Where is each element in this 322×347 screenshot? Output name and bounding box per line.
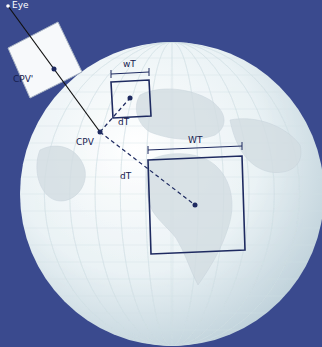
point-label: CPV' — [13, 74, 33, 84]
parallel — [46, 279, 298, 280]
width-tick — [149, 68, 150, 76]
cpv-point — [98, 130, 103, 135]
continents — [37, 89, 301, 285]
width-label: wT — [123, 60, 136, 70]
parallel — [104, 58, 240, 59]
parallel — [104, 330, 240, 331]
tile-center — [128, 96, 133, 101]
eye-label: Eye — [12, 1, 29, 11]
distance-line — [100, 98, 130, 132]
cpv-prime-point — [52, 67, 57, 72]
large-tile — [148, 156, 245, 254]
parallel — [59, 296, 284, 297]
projected-tile-box: CPV' — [13, 68, 34, 86]
eye-point — [6, 4, 10, 8]
projected-tile — [8, 22, 82, 98]
width-bar — [111, 72, 149, 74]
distance-label: dT — [118, 118, 129, 128]
parallel — [77, 313, 266, 314]
width-tick — [111, 70, 112, 78]
eye-ray — [8, 6, 100, 132]
parallel — [29, 245, 315, 246]
width-tick — [148, 146, 149, 154]
width-tick — [242, 142, 243, 150]
width-label: WT — [188, 136, 202, 146]
width-bar — [148, 146, 242, 150]
small-tile — [111, 80, 151, 118]
parallel — [36, 262, 308, 263]
parallel — [77, 75, 266, 76]
tile-center — [193, 203, 198, 208]
globe-grid — [20, 42, 322, 346]
point-label: CPV — [76, 138, 94, 148]
distance-label: dT — [120, 172, 131, 182]
globe — [20, 42, 322, 346]
